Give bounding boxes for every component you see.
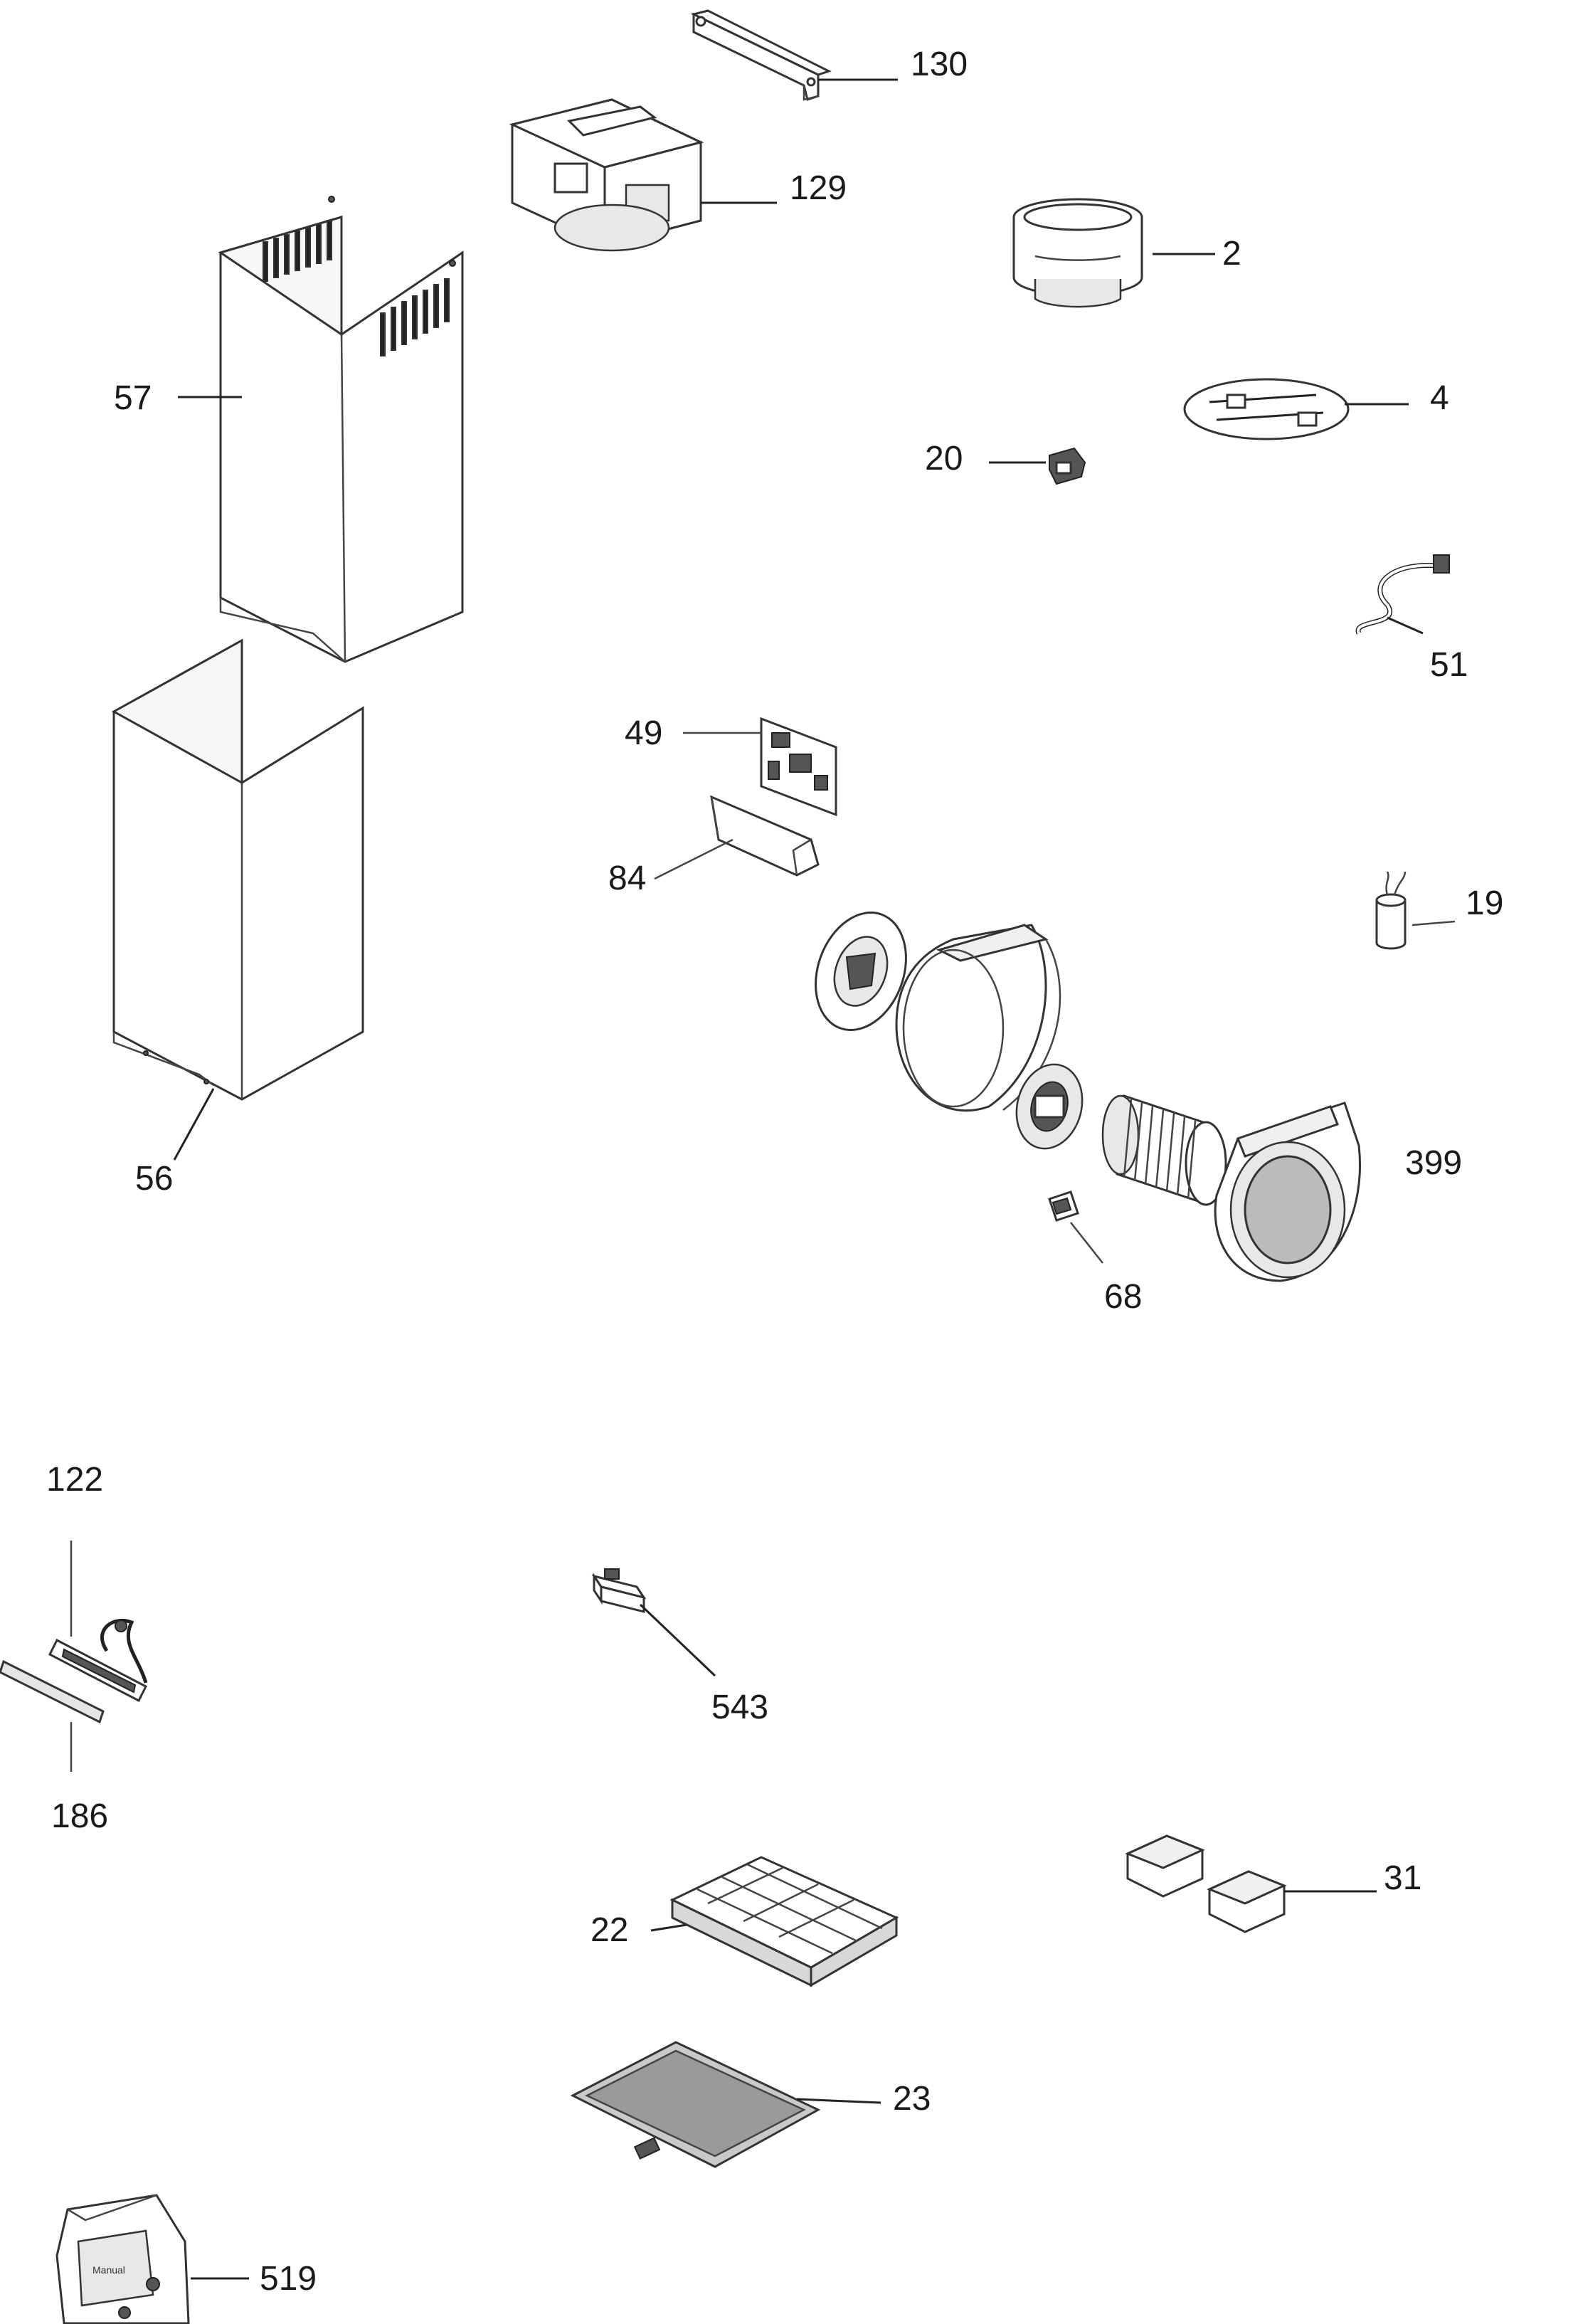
part-129-air-diverter[interactable] (509, 98, 777, 252)
blower-housing (895, 924, 1061, 1112)
blower-motor (1015, 1063, 1084, 1150)
part-49-circuit-board[interactable] (683, 717, 837, 817)
chimney-vent-left (263, 220, 332, 282)
part-23-metal-filter[interactable] (570, 2041, 881, 2168)
label-51: 51 (1430, 646, 1468, 684)
blower-fan-wheel (1101, 1094, 1227, 1206)
chimney-vent-right (380, 278, 450, 356)
label-31: 31 (1384, 1859, 1421, 1897)
part-519-accessory-bag[interactable]: Manual (55, 2194, 249, 2324)
label-4: 4 (1430, 379, 1449, 417)
part-31-clips[interactable] (1125, 1834, 1377, 1933)
part-51-cable[interactable] (1355, 554, 1450, 635)
label-57: 57 (114, 379, 152, 417)
label-49: 49 (625, 714, 662, 752)
part-19-capacitor[interactable] (1375, 871, 1456, 950)
part-20-connector[interactable] (989, 447, 1086, 485)
label-84: 84 (608, 860, 646, 897)
part-4-plate[interactable] (1183, 378, 1409, 440)
label-130: 130 (911, 46, 968, 83)
part-2-duct-collar[interactable] (1012, 198, 1215, 308)
label-68: 68 (1104, 1278, 1142, 1316)
part-399-blower-assembly[interactable] (800, 900, 1361, 1282)
blower-front-plate (815, 912, 907, 1031)
label-399: 399 (1405, 1144, 1462, 1182)
part-56-lower-chimney[interactable] (111, 638, 364, 1161)
label-20: 20 (925, 440, 963, 477)
part-543-transformer[interactable] (591, 1568, 716, 1677)
label-519: 519 (260, 2260, 317, 2298)
blower-rear-housing (1214, 1102, 1361, 1282)
part-130-bracket[interactable] (690, 9, 898, 101)
label-22: 22 (590, 1911, 628, 1949)
label-186: 186 (51, 1797, 108, 1835)
part-57-upper-chimney[interactable] (178, 196, 464, 663)
part-84-board-cover[interactable] (654, 795, 820, 880)
label-122: 122 (46, 1461, 103, 1499)
part-186-diffuser[interactable] (0, 1659, 105, 1772)
part-22-filter-frame[interactable] (650, 1856, 899, 1987)
label-19: 19 (1466, 884, 1503, 922)
label-129: 129 (790, 169, 847, 207)
label-2: 2 (1222, 235, 1241, 273)
manual-label: Manual (92, 2264, 125, 2276)
label-23: 23 (893, 2080, 931, 2118)
part-122-light-assembly[interactable] (48, 1541, 148, 1703)
label-543: 543 (711, 1689, 768, 1726)
label-56: 56 (135, 1160, 173, 1198)
part-68-switch[interactable] (1048, 1190, 1103, 1264)
